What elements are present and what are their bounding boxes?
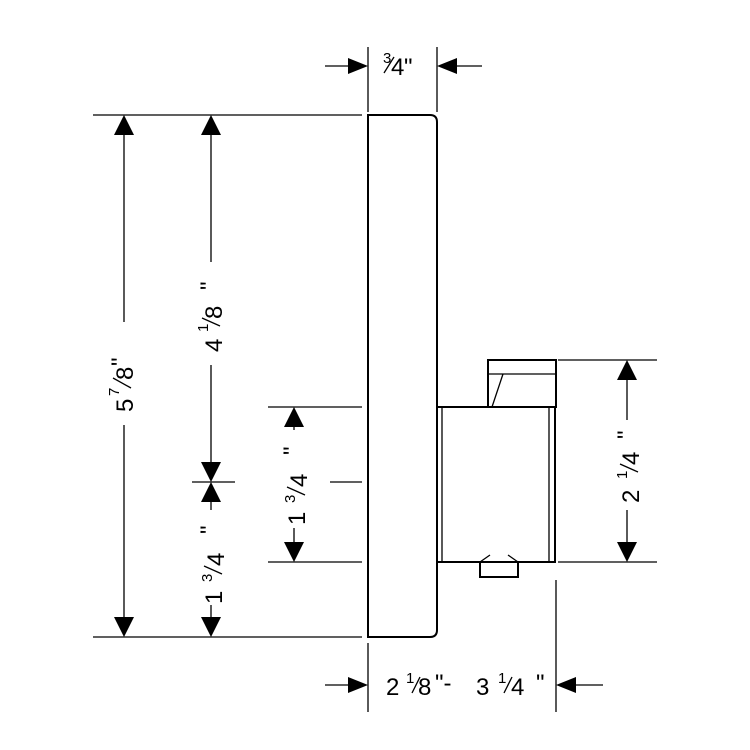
dim-upper-height-den: 8 xyxy=(201,306,228,319)
dim-body-height-num: 1 xyxy=(614,471,631,479)
dim-overall-height-whole: 5 xyxy=(112,399,139,412)
dim-overall-height-num: 7 xyxy=(106,388,123,396)
dim-depth-range-a-den: 8 xyxy=(418,674,431,701)
valve-top-cap xyxy=(487,359,557,408)
dim-lower-height-num: 3 xyxy=(199,574,216,582)
dim-depth-range-b-whole: 3 xyxy=(476,674,489,701)
dim-depth-range: 2 1 8 "- 3 1 4 " xyxy=(325,670,603,701)
dim-lower-height: 1 3 4 " xyxy=(196,482,230,637)
dim-depth-range-a-whole: 2 xyxy=(386,674,399,701)
dim-body-height-den: 4 xyxy=(618,452,645,465)
dim-upper-height-whole: 4 xyxy=(201,339,228,352)
dim-upper-height-suffix: " xyxy=(196,281,223,290)
dim-upper-height: 4 1 8 " xyxy=(195,115,228,482)
dim-depth-plate: 3 4 " xyxy=(325,50,482,81)
valve-body xyxy=(436,406,556,563)
dim-valve-height-den: 4 xyxy=(286,474,313,487)
dim-depth-plate-den: 4 xyxy=(391,54,404,81)
dim-overall-height-suffix: " xyxy=(107,357,134,366)
dim-valve-height-suffix: " xyxy=(279,446,306,455)
dim-body-height-suffix: " xyxy=(613,430,640,439)
dim-depth-range-b-den: 4 xyxy=(511,674,524,701)
dim-body-height-whole: 2 xyxy=(618,490,645,503)
dim-overall-height: 5 7 8 " xyxy=(106,115,139,637)
dim-body-height: 2 1 4 " xyxy=(613,360,645,562)
dim-upper-height-num: 1 xyxy=(195,324,212,332)
dim-lower-height-suffix: " xyxy=(196,525,223,534)
dim-valve-height: 1 3 4 " xyxy=(279,407,313,562)
extension-lines xyxy=(93,47,657,712)
dim-valve-height-whole: 1 xyxy=(284,512,311,525)
dim-valve-height-num: 3 xyxy=(282,495,299,503)
dim-depth-plate-suffix: " xyxy=(404,54,413,81)
valve-bottom-stub xyxy=(479,554,519,578)
dim-depth-range-b-num: 1 xyxy=(498,670,506,687)
dim-depth-range-sep: "- xyxy=(435,670,458,697)
dim-depth-range-a-num: 1 xyxy=(406,670,414,687)
dim-overall-height-den: 8 xyxy=(112,367,139,380)
dim-lower-height-whole: 1 xyxy=(201,591,228,604)
dim-depth-plate-num: 3 xyxy=(383,50,391,67)
trim-plate xyxy=(367,114,438,638)
dim-lower-height-den: 4 xyxy=(203,553,230,566)
dim-depth-range-suffix: " xyxy=(536,670,545,697)
